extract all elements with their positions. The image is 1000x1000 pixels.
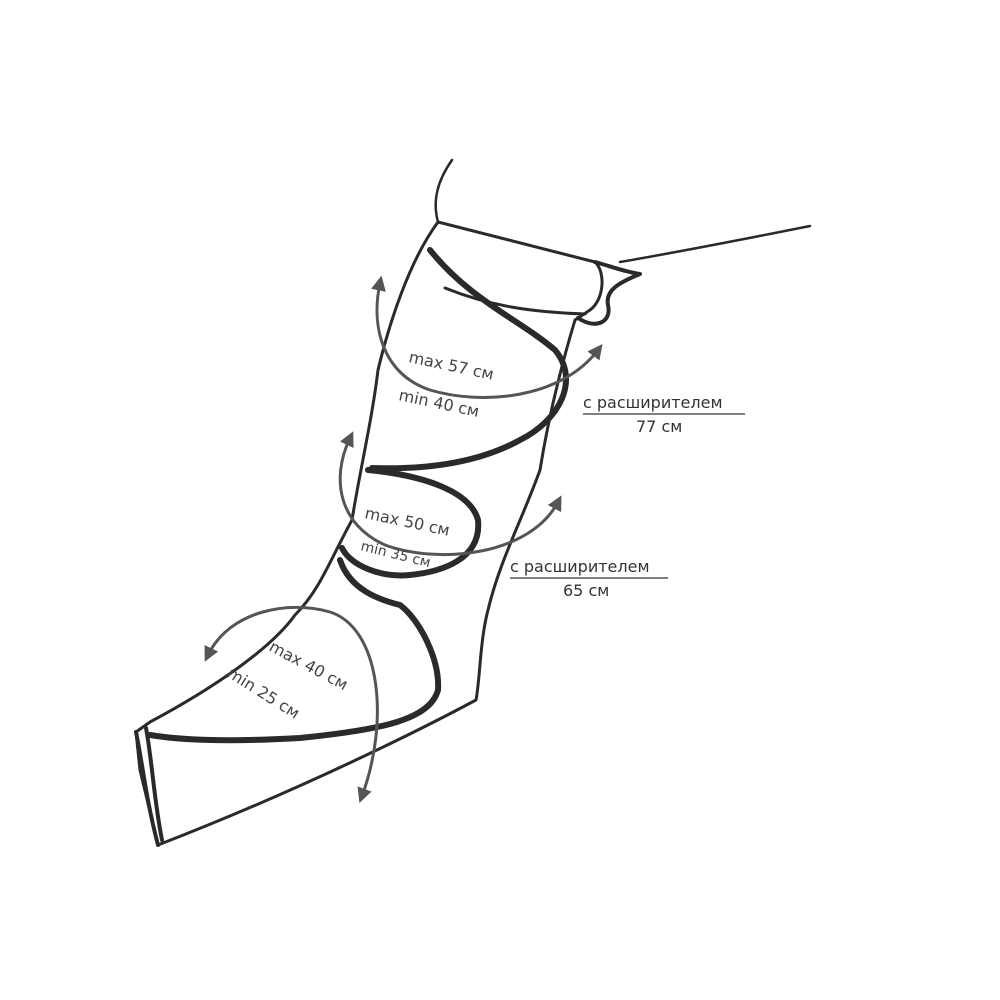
calf-min-label: min 40 см — [397, 385, 481, 421]
middle-extender-text: с расширителем — [510, 557, 650, 576]
shin-min-label: min 35 см — [359, 538, 432, 571]
boot-top-roll — [576, 260, 642, 326]
middle-extender-value: 65 см — [563, 581, 609, 600]
knee-line — [618, 224, 812, 264]
toe-opening — [134, 726, 164, 847]
straps — [147, 247, 587, 744]
upper-extender-label: с расширителем 77 см — [583, 393, 745, 436]
calf-strap-inner — [443, 286, 587, 316]
shin-max-label: max 50 см — [363, 503, 451, 540]
leg-outline — [434, 158, 812, 264]
cuff-boot — [134, 220, 642, 847]
foot-min-label: min 25 см — [224, 663, 303, 722]
boot-outline — [134, 220, 604, 847]
calf-max-label: max 57 см — [407, 347, 495, 384]
foot-arrow — [204, 605, 379, 804]
thigh-line — [434, 158, 454, 224]
shin-arrow — [338, 431, 562, 557]
upper-extender-text: с расширителем — [583, 393, 723, 412]
foot-max-label: max 40 см — [266, 637, 351, 694]
middle-extender-label: с расширителем 65 см — [510, 557, 668, 600]
calf-arrow — [371, 275, 603, 399]
upper-extender-value: 77 см — [636, 417, 682, 436]
measurement-arrows — [204, 275, 603, 804]
